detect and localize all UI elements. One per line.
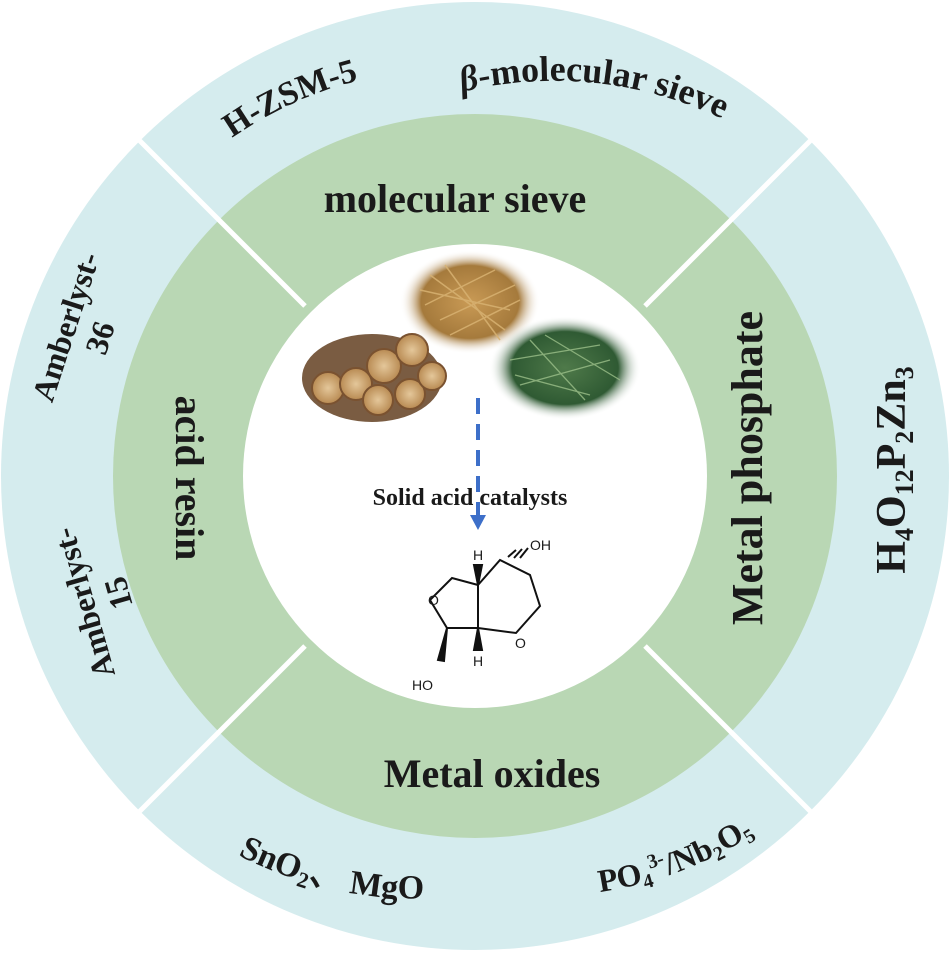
example-h4o12p2zn3: H4O12P2Zn3 [869,366,919,573]
formula-h4o12p2zn3: H4O12P2Zn3 [869,366,919,573]
label-ho-bottom: HO [412,677,433,693]
f-p-sub: 2 [890,431,919,444]
po-sup: 3- [645,848,667,874]
label-oh-top: OH [530,537,551,553]
po: PO [595,855,645,899]
molecule-labels: OH HO H H O O [412,537,551,693]
f-h-sub: 4 [890,528,919,541]
label-h-bottom: H [473,653,483,669]
biomass-straw [400,250,540,354]
wedge-bond-ho [436,627,448,663]
center-title: Solid acid catalysts [373,485,568,511]
divider-top-right [643,119,832,308]
mgo: MgO [348,864,425,907]
label-o-left: O [428,592,439,608]
divider-bottom-right [643,644,832,833]
isosorbide-molecule [428,547,542,663]
example-po4-nb2o5: PO43-/Nb2O5 [595,814,760,899]
f-p: P [869,444,915,470]
ring-dividers [118,119,832,833]
category-molecular-sieve: molecular sieve [324,176,587,221]
po4-path: PO43-/Nb2O5 [595,814,760,899]
label-o-right: O [515,635,526,651]
wedge-bond-h-bottom [472,627,484,651]
divider-bottom-left [118,644,307,833]
wedge-bond-h-top [472,564,484,586]
biomass-grass [489,316,641,420]
divider-top-left [118,119,307,308]
f-o: O [869,495,915,528]
category-metal-phosphate: Metal phosphate [723,311,772,625]
f-zn-sub: 3 [890,366,919,379]
f-zn: Zn [869,379,915,430]
biomass-wood-logs [302,333,447,422]
f-h: H [869,541,915,574]
arrow-biomass-to-product [470,398,486,530]
category-metal-oxides: Metal oxides [384,751,601,796]
hashed-bond-oh-top [507,547,529,559]
f-o-sub: 12 [890,469,919,495]
category-acid-resin: acid resin [167,396,212,561]
label-h-top: H [473,547,483,563]
